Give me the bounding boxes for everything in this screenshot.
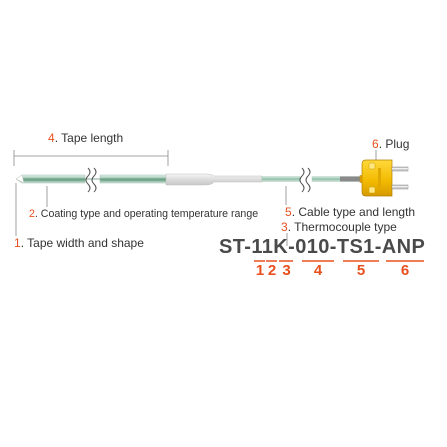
label-tape-length: 4. Tape length (48, 131, 123, 145)
label-coating: 2. Coating type and operating temperatur… (29, 208, 258, 220)
label-number: 1 (14, 236, 21, 250)
code-dash: - (329, 236, 337, 258)
code-dash: - (374, 236, 382, 258)
plug (359, 159, 409, 197)
sleeve (165, 173, 263, 186)
label-number: 4 (48, 131, 55, 145)
code-index-3: 3 (282, 262, 291, 279)
model-code: ST-11K-010-TS1-ANP (219, 236, 425, 259)
label-number: 3 (281, 220, 288, 234)
code-index-2: 2 (267, 262, 277, 279)
code-index-4: 4 (313, 262, 323, 279)
code-prefix: ST- (219, 236, 252, 258)
label-text: . Tape width and shape (20, 236, 144, 250)
code-dash: - (288, 236, 296, 258)
code-tape-length: 010 (295, 236, 330, 258)
code-thermocouple: K (273, 236, 289, 258)
break-mark-tape (85, 167, 97, 193)
label-cable: 5. Cable type and length (285, 205, 415, 219)
label-number: 5 (285, 205, 292, 219)
leader-lines (15, 150, 377, 246)
code-index-6: 6 (400, 262, 410, 279)
label-text: . Cable type and length (291, 205, 416, 219)
label-tape-width: 1. Tape width and shape (14, 236, 144, 250)
code-index-1: 1 (255, 262, 265, 279)
label-number: 6 (372, 137, 379, 151)
code-tape-width: 11 (251, 236, 274, 258)
label-text: . Plug (378, 137, 410, 151)
label-text: . Tape length (54, 131, 124, 145)
code-cable: TS1 (336, 236, 375, 258)
label-plug: 6. Plug (372, 137, 409, 151)
label-number: 2 (29, 208, 35, 220)
break-mark-cable (299, 167, 311, 193)
tape-sensor (15, 174, 169, 184)
tape-length-dimension (13, 150, 169, 166)
cable (261, 176, 363, 182)
label-text: . Thermocouple type (287, 220, 397, 234)
code-plug: ANP (381, 236, 426, 258)
code-index-5: 5 (356, 262, 366, 279)
label-text: . Coating type and operating temperature… (34, 208, 259, 220)
label-thermocouple: 3. Thermocouple type (281, 220, 397, 234)
